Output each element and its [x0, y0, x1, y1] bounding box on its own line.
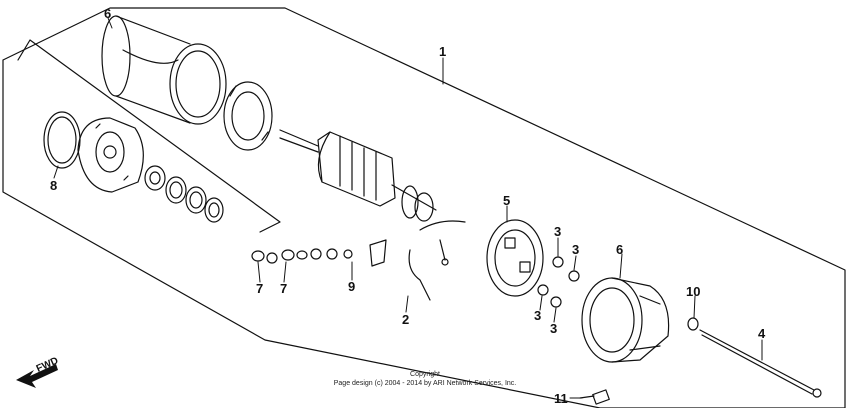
- callout-3-nut-a: 3: [554, 224, 561, 239]
- copyright-line-1: Copyright: [410, 371, 440, 378]
- washer-10-part: [687, 317, 699, 331]
- armature-part: [279, 129, 437, 222]
- assembly-frame: [2, 7, 846, 408]
- leader-lines: [53, 17, 763, 399]
- callout-6-rear-cover: 6: [616, 242, 623, 257]
- callout-5-brush-holder: 5: [503, 193, 510, 208]
- front-cover-part: [77, 117, 144, 193]
- nut-set-part: [537, 256, 580, 308]
- callout-3-nut-b: 3: [572, 242, 579, 257]
- bolt-11-part: [579, 389, 610, 405]
- callout-8-o-ring: 8: [50, 178, 57, 193]
- callout-4-bolt: 4: [758, 326, 766, 341]
- brush-holder-part: [486, 219, 544, 297]
- callout-3-nut-d: 3: [550, 321, 557, 336]
- callout-7-b: 7: [280, 281, 287, 296]
- callout-3-nut-c: 3: [534, 308, 541, 323]
- callout-9: 9: [348, 279, 355, 294]
- small-hardware-part: [251, 239, 387, 267]
- callout-1-assembly: 1: [439, 44, 446, 59]
- o-ring-part: [43, 111, 81, 169]
- subassembly-bracket: [17, 39, 281, 233]
- brush-ring-part: [223, 81, 273, 151]
- callout-7-a: 7: [256, 281, 263, 296]
- rear-cover-part: [581, 277, 670, 363]
- washer-stack-part: [144, 165, 224, 223]
- callout-11-bolt: 11: [554, 391, 568, 406]
- brush-spring-part: [408, 220, 466, 301]
- yoke-part: [101, 15, 227, 125]
- callout-10-washer: 10: [686, 284, 700, 299]
- callout-6-yoke: 6: [104, 6, 111, 21]
- through-bolt-part: [699, 329, 822, 398]
- forward-direction-arrow: FWD: [16, 355, 60, 388]
- callout-2-spring: 2: [402, 312, 409, 327]
- copyright-line-2: Page design (c) 2004 - 2014 by ARI Netwo…: [334, 380, 517, 387]
